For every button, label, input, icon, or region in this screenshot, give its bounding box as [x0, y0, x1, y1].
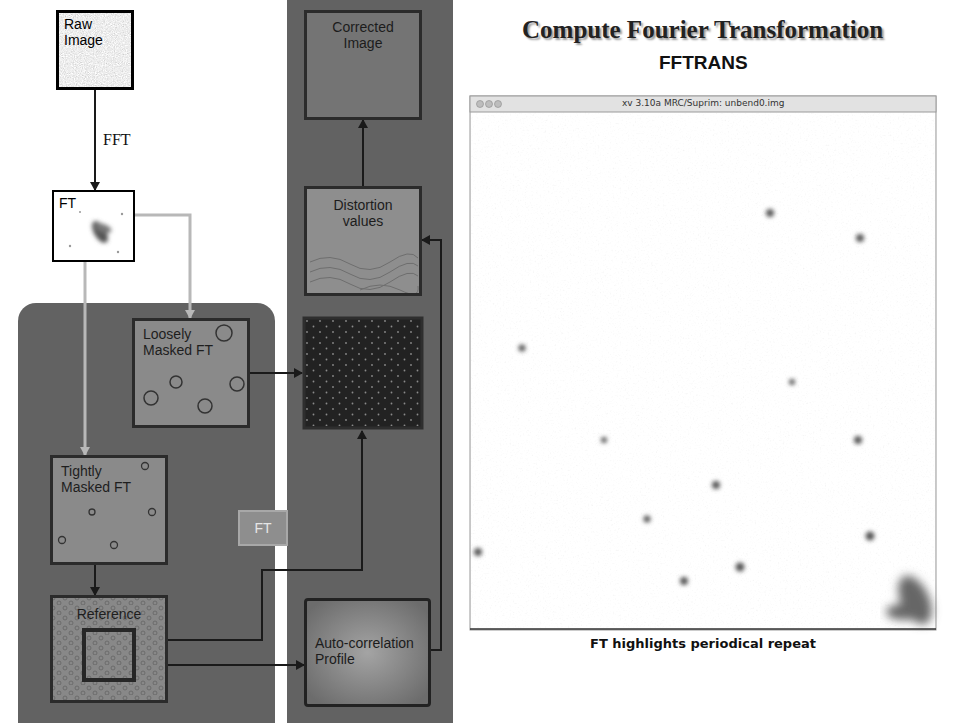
masked-ft-box: Tightly Masked FT — [50, 455, 168, 565]
reference-square — [84, 630, 134, 680]
tight-fill — [50, 455, 168, 565]
box-label: Distortion values — [323, 197, 403, 229]
corrected-image-box: Corrected Image — [304, 10, 422, 120]
distortion-waves — [310, 254, 418, 294]
window-bottom — [470, 628, 936, 630]
edge-label: FFT — [103, 131, 131, 149]
window-title: xv 3.10a MRC/Suprim: unbend0.img — [622, 98, 784, 108]
ft-dots — [69, 211, 123, 253]
tight-mask-circles — [59, 463, 156, 549]
wire-loose-to-map — [250, 372, 302, 374]
box-label: Corrected Image — [323, 19, 403, 51]
ft-step-box: FT — [238, 510, 288, 546]
reference-texture — [50, 595, 168, 703]
flow-arrow — [84, 262, 87, 455]
distortion-box: Distortion values — [304, 186, 422, 296]
box-label: Tightly Masked FT — [61, 463, 141, 495]
ft-fill — [52, 190, 135, 262]
raw-image-box: Raw Image — [56, 10, 134, 90]
flow-arrow — [135, 215, 190, 318]
window-image — [471, 112, 935, 628]
ft-spectrum — [89, 219, 113, 246]
fft-center — [886, 571, 939, 630]
left-panel — [18, 303, 275, 723]
flow-arrow — [422, 240, 441, 650]
autocorrelation-box: Auto-correlation Profile — [304, 598, 431, 707]
box-label: Raw Image — [64, 16, 116, 48]
figure-caption: FT highlights periodical repeat — [590, 636, 816, 651]
box-label: Auto-correlation Profile — [315, 635, 420, 667]
flow-arrow — [94, 565, 96, 595]
fft-spots — [474, 209, 875, 585]
reference-box: Reference — [50, 595, 168, 703]
loose-mask-circles — [144, 325, 244, 413]
flow-arrow — [168, 664, 304, 666]
small-ft-fill — [238, 510, 288, 546]
raw-image-fill — [56, 10, 134, 90]
loose-fill — [132, 318, 250, 428]
box-label: Reference — [57, 606, 161, 622]
xcorr-map — [304, 318, 422, 428]
right-panel — [287, 0, 453, 723]
auto-fill — [304, 598, 431, 707]
corrected-fill — [304, 10, 422, 120]
wire-reference-to-map — [168, 431, 362, 640]
window-titlebar — [470, 96, 936, 112]
ft-box: FT — [52, 190, 135, 262]
box-label: FT — [59, 195, 128, 211]
program-name: FFTRANS — [659, 52, 748, 74]
window-frame — [470, 96, 936, 630]
flow-arrow — [362, 120, 364, 186]
box-label: Loosely Masked FT — [143, 326, 233, 358]
box-label: FT — [244, 520, 282, 536]
flow-arrow — [94, 90, 96, 190]
slide-title: Compute Fourier Transformation — [522, 16, 883, 44]
distortion-fill — [304, 186, 422, 296]
window-buttons — [477, 101, 502, 108]
reference-fill — [50, 595, 168, 703]
xcorr-dots — [306, 320, 420, 426]
masked-ft-box: Loosely Masked FT — [132, 318, 250, 428]
